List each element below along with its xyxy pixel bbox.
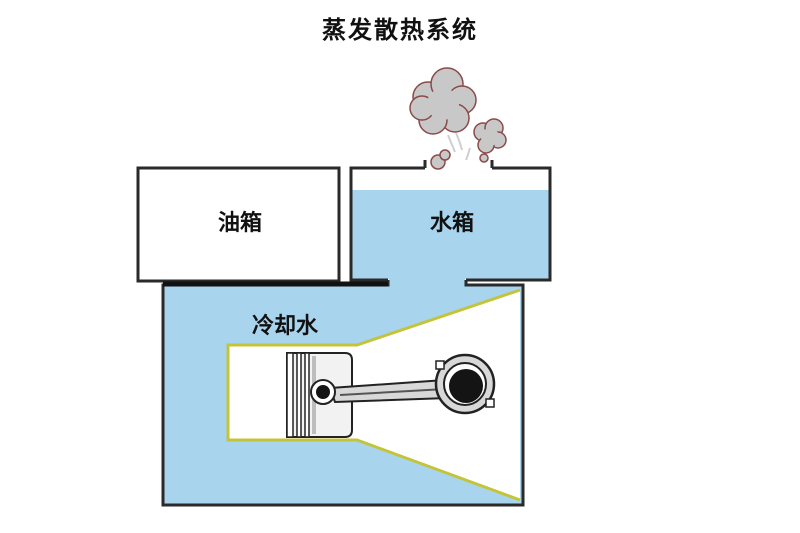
connecting-pipe [389,279,465,287]
page-title: 蒸发散热系统 [322,16,478,44]
water-tank-water [351,190,550,279]
steam-cloud-icon [409,67,507,170]
water-tank-label: 水箱 [429,211,474,236]
coolant-label: 冷却水 [251,314,318,339]
piston-connecting-rod-icon [286,352,496,438]
oil-tank [136,166,341,283]
oil-tank-label: 油箱 [217,211,262,236]
water-tank-vent [423,160,494,168]
steam-trail [447,132,471,161]
water-tank [349,166,552,282]
zoom-frame [226,288,521,502]
